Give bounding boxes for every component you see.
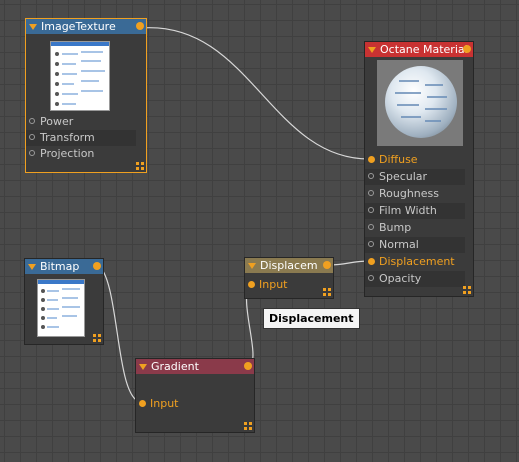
node-title: Displacem <box>260 259 318 272</box>
resize-handle-icon[interactable] <box>323 288 331 296</box>
collapse-triangle-icon[interactable] <box>248 262 256 269</box>
input-port[interactable] <box>29 150 35 156</box>
collapse-triangle-icon[interactable] <box>139 363 147 370</box>
gradient-header[interactable]: Gradient <box>136 359 254 374</box>
resize-handle-icon[interactable] <box>93 334 101 342</box>
input-projection[interactable]: Projection <box>26 146 136 162</box>
imagetexture-header[interactable]: ImageTexture <box>26 19 146 34</box>
bitmap-node[interactable]: Bitmap <box>24 258 104 345</box>
input-film-width[interactable]: Film Width <box>365 203 465 219</box>
input-port[interactable] <box>139 400 146 407</box>
output-port[interactable] <box>463 45 471 53</box>
imagetexture-node[interactable]: ImageTexture Power Transform Projection <box>25 18 147 173</box>
displacement-node[interactable]: Displacem Input <box>244 257 334 299</box>
input-diffuse[interactable]: Diffuse <box>365 152 465 168</box>
collapse-triangle-icon[interactable] <box>368 46 376 53</box>
input-opacity[interactable]: Opacity <box>365 271 465 287</box>
octane-material-header[interactable]: Octane Material <box>365 42 473 57</box>
collapse-triangle-icon[interactable] <box>28 263 36 270</box>
input-roughness[interactable]: Roughness <box>365 186 465 202</box>
input-port[interactable] <box>368 241 374 247</box>
input-input[interactable]: Input <box>245 277 325 293</box>
displacement-header[interactable]: Displacem <box>245 258 333 273</box>
texture-thumbnail <box>50 41 110 111</box>
bitmap-header[interactable]: Bitmap <box>25 259 103 274</box>
resize-handle-icon[interactable] <box>244 422 252 430</box>
resize-handle-icon[interactable] <box>463 286 471 294</box>
input-port[interactable] <box>368 258 375 265</box>
output-port[interactable] <box>323 261 331 269</box>
input-port[interactable] <box>368 275 374 281</box>
input-transform[interactable]: Transform <box>26 130 136 146</box>
input-port[interactable] <box>368 156 375 163</box>
input-bump[interactable]: Bump <box>365 220 465 236</box>
node-title: Bitmap <box>40 260 80 273</box>
input-power[interactable]: Power <box>26 114 136 130</box>
gradient-node[interactable]: Gradient Input <box>135 358 255 433</box>
material-preview <box>377 60 463 146</box>
output-port[interactable] <box>93 262 101 270</box>
output-port[interactable] <box>136 22 144 30</box>
input-input[interactable]: Input <box>136 396 236 412</box>
input-port[interactable] <box>29 134 35 140</box>
input-displacement[interactable]: Displacement <box>365 254 465 270</box>
node-title: Gradient <box>151 360 199 373</box>
node-title: Octane Material <box>380 43 468 56</box>
input-port[interactable] <box>368 207 374 213</box>
octane-material-node[interactable]: Octane Material Diffuse Specular Roughne… <box>364 41 474 297</box>
input-port[interactable] <box>29 118 35 124</box>
input-port[interactable] <box>368 190 374 196</box>
input-normal[interactable]: Normal <box>365 237 465 253</box>
wire-imagetexture-to-diffuse[interactable] <box>140 27 371 160</box>
input-port[interactable] <box>248 281 255 288</box>
output-port[interactable] <box>244 362 252 370</box>
tooltip: Displacement <box>263 308 360 329</box>
resize-handle-icon[interactable] <box>136 162 144 170</box>
input-port[interactable] <box>368 224 374 230</box>
input-specular[interactable]: Specular <box>365 169 465 185</box>
collapse-triangle-icon[interactable] <box>29 23 37 30</box>
input-port[interactable] <box>368 173 374 179</box>
node-title: ImageTexture <box>41 20 116 33</box>
bitmap-thumbnail <box>37 279 85 337</box>
